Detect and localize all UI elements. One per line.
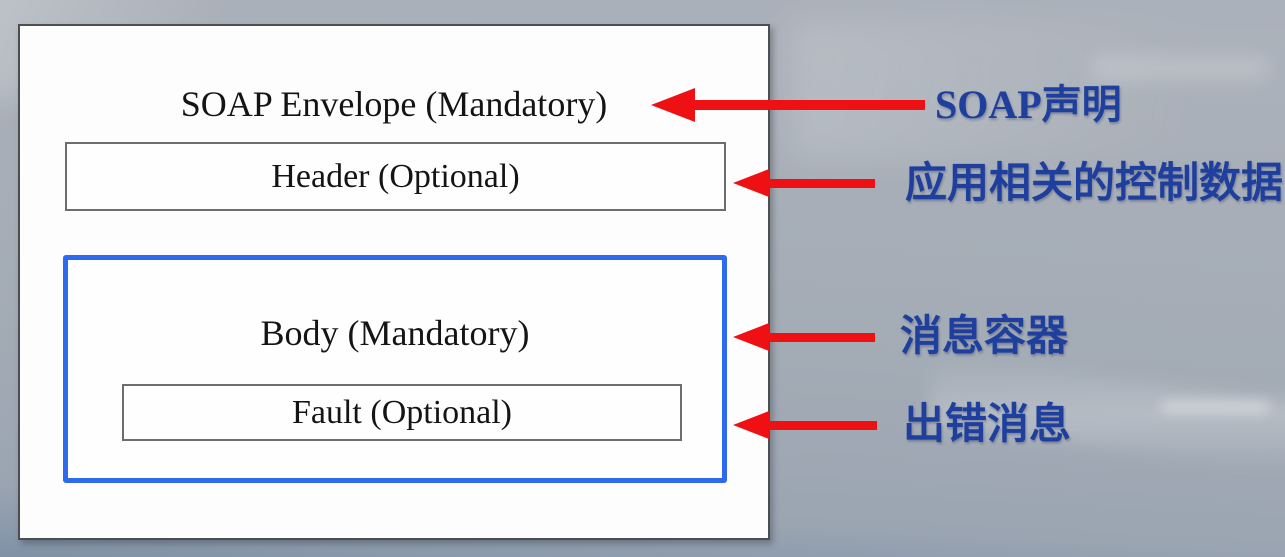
annotation-error-message: 出错消息 bbox=[903, 402, 1072, 448]
arrow-head-icon bbox=[733, 169, 769, 197]
arrow-shaft bbox=[695, 100, 925, 110]
body-label: Body (Mandatory) bbox=[260, 313, 530, 353]
background-smudge bbox=[1090, 55, 1270, 81]
arrow-head-icon bbox=[733, 323, 769, 351]
arrow-header-icon bbox=[733, 169, 875, 197]
header-label: Header (Optional) bbox=[271, 157, 520, 195]
arrow-head-icon bbox=[651, 88, 695, 122]
annotation-message-container: 消息容器 bbox=[900, 314, 1069, 360]
background-smudge bbox=[1160, 400, 1270, 414]
arrow-body-icon bbox=[733, 323, 875, 351]
arrow-shaft bbox=[769, 332, 875, 342]
arrow-envelope-icon bbox=[651, 88, 925, 122]
fault-box: Fault (Optional) bbox=[122, 384, 682, 441]
soap-envelope-label: SOAP Envelope (Mandatory) bbox=[180, 84, 608, 124]
header-box: Header (Optional) bbox=[65, 142, 726, 211]
body-box: Body (Mandatory) Fault (Optional) bbox=[63, 255, 727, 483]
annotation-control-data: 应用相关的控制数据 bbox=[905, 161, 1284, 207]
arrow-shaft bbox=[769, 420, 877, 430]
arrow-shaft bbox=[769, 178, 875, 188]
arrow-head-icon bbox=[733, 411, 769, 439]
arrow-fault-icon bbox=[733, 411, 877, 439]
soap-envelope-box: SOAP Envelope (Mandatory) Header (Option… bbox=[18, 24, 770, 540]
fault-label: Fault (Optional) bbox=[291, 393, 513, 431]
annotation-soap-declaration: SOAP声明 bbox=[935, 82, 1122, 127]
